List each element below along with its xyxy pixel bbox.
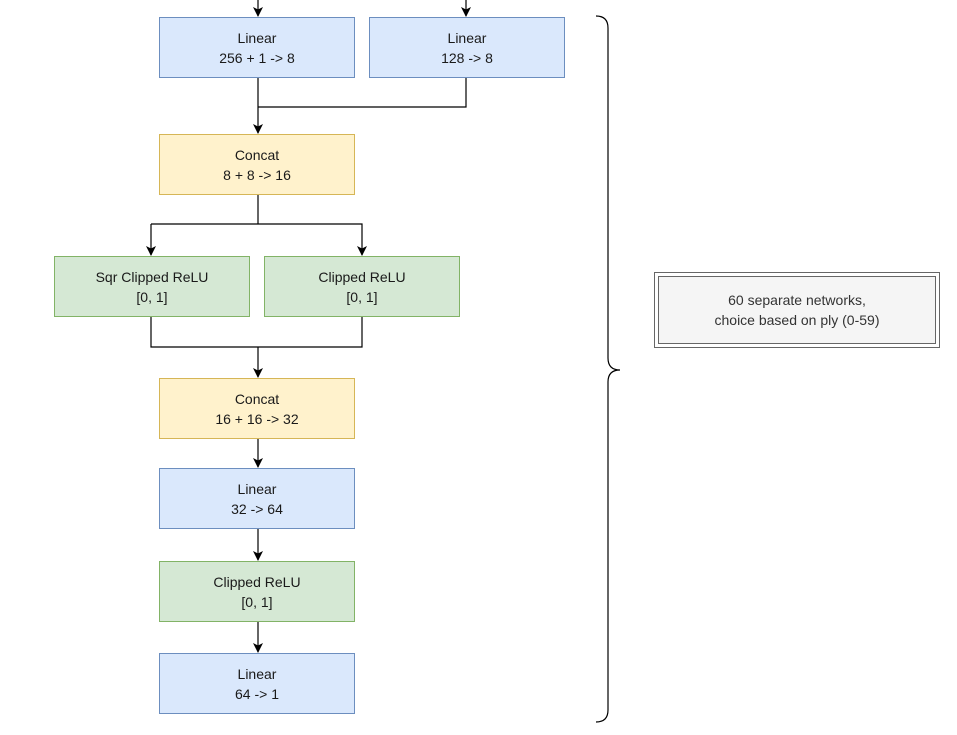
clipped-relu-node: Clipped ReLU [0, 1] bbox=[264, 256, 460, 317]
annotation-note-body: 60 separate networks, choice based on pl… bbox=[658, 276, 936, 344]
node-title: Linear bbox=[237, 665, 277, 682]
linear-layer-256-to-8: Linear 256 + 1 -> 8 bbox=[159, 17, 355, 78]
note-line-2: choice based on ply (0-59) bbox=[714, 312, 880, 328]
node-title: Concat bbox=[234, 390, 280, 407]
node-detail: 16 + 16 -> 32 bbox=[215, 410, 299, 427]
curly-brace bbox=[595, 15, 621, 723]
node-title: Linear bbox=[447, 29, 487, 46]
annotation-note: 60 separate networks, choice based on pl… bbox=[654, 272, 940, 348]
node-title: Clipped ReLU bbox=[213, 573, 301, 590]
connector-sqr-relu-out bbox=[150, 317, 363, 348]
concat-layer-16-16: Concat 16 + 16 -> 32 bbox=[159, 378, 355, 439]
node-detail: 32 -> 64 bbox=[231, 500, 283, 517]
linear-layer-32-to-64: Linear 32 -> 64 bbox=[159, 468, 355, 529]
node-title: Linear bbox=[237, 29, 277, 46]
linear-layer-128-to-8: Linear 128 -> 8 bbox=[369, 17, 565, 78]
note-line-1: 60 separate networks, bbox=[728, 292, 866, 308]
concat-layer-8-8: Concat 8 + 8 -> 16 bbox=[159, 134, 355, 195]
node-detail: 8 + 8 -> 16 bbox=[223, 166, 291, 183]
node-title: Clipped ReLU bbox=[318, 268, 406, 285]
linear-layer-64-to-1: Linear 64 -> 1 bbox=[159, 653, 355, 714]
node-detail: [0, 1] bbox=[241, 593, 273, 610]
node-title: Linear bbox=[237, 480, 277, 497]
node-title: Sqr Clipped ReLU bbox=[95, 268, 209, 285]
sqr-clipped-relu-node: Sqr Clipped ReLU [0, 1] bbox=[54, 256, 250, 317]
connector-linear-b-to-concat bbox=[258, 78, 467, 108]
node-detail: 128 -> 8 bbox=[441, 49, 493, 66]
connector-to-relu bbox=[151, 223, 367, 256]
node-detail: 256 + 1 -> 8 bbox=[219, 49, 295, 66]
node-detail: [0, 1] bbox=[136, 288, 168, 305]
node-detail: [0, 1] bbox=[346, 288, 378, 305]
node-detail: 64 -> 1 bbox=[235, 685, 279, 702]
clipped-relu-node-final: Clipped ReLU [0, 1] bbox=[159, 561, 355, 622]
node-title: Concat bbox=[234, 146, 280, 163]
